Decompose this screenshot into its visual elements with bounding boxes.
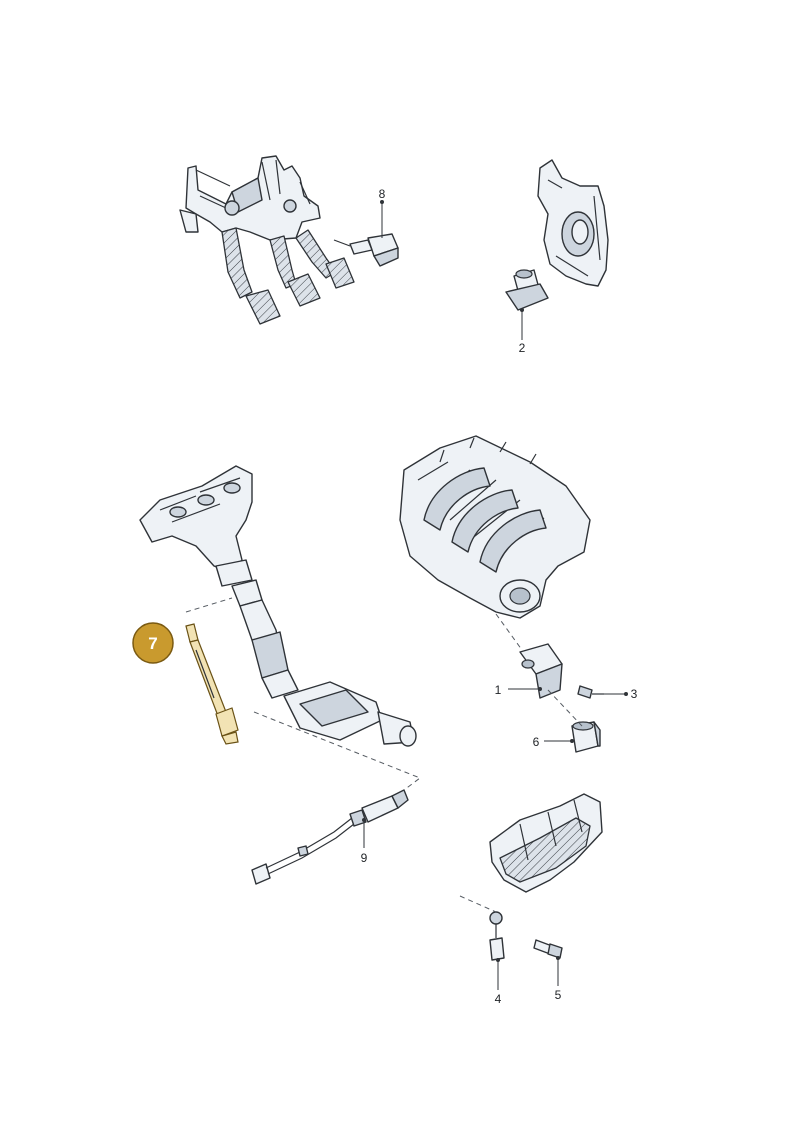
callout-5[interactable]: 5 [555,956,562,1002]
callout-3[interactable]: 3 [604,687,638,701]
heat-shield-bracket [489,793,603,893]
callout-4-label: 4 [495,992,502,1006]
callout-1-label: 1 [495,683,502,697]
callout-9[interactable]: 9 [361,818,368,865]
exhaust-manifold [139,465,253,587]
callout-9-label: 9 [361,851,368,865]
intake-manifold [399,435,591,619]
callout-7-label: 7 [148,634,157,653]
callout-1[interactable]: 1 [495,683,542,697]
part-9-lambda-sensor[interactable] [251,789,409,885]
callout-3-label: 3 [631,687,638,701]
part-5-bolt[interactable] [533,939,563,959]
part-8-brake-switch[interactable] [333,233,399,267]
callout-7-badge[interactable]: 7 [132,622,174,664]
part-7-oxygen-sensor[interactable] [185,623,239,745]
part-2-crankshaft-sensor[interactable] [505,269,549,311]
part-6-sensor[interactable] [571,721,601,753]
part-4-clip[interactable] [489,911,505,961]
catalytic-converter [231,579,417,747]
callout-5-label: 5 [555,988,562,1002]
assembly-lines [185,597,583,913]
pedal-assembly [179,155,355,325]
callout-8[interactable]: 8 [379,187,386,238]
callout-2-label: 2 [519,341,526,355]
callout-2[interactable]: 2 [519,308,526,355]
engine-cover-plate [537,159,609,287]
callout-8-label: 8 [379,187,386,201]
part-1-map-sensor[interactable] [519,643,563,699]
callout-6[interactable]: 6 [533,735,574,749]
callout-6-label: 6 [533,735,540,749]
highlight-badge-circle [132,622,174,664]
part-3-screw[interactable] [577,685,604,699]
callout-4[interactable]: 4 [495,958,502,1006]
